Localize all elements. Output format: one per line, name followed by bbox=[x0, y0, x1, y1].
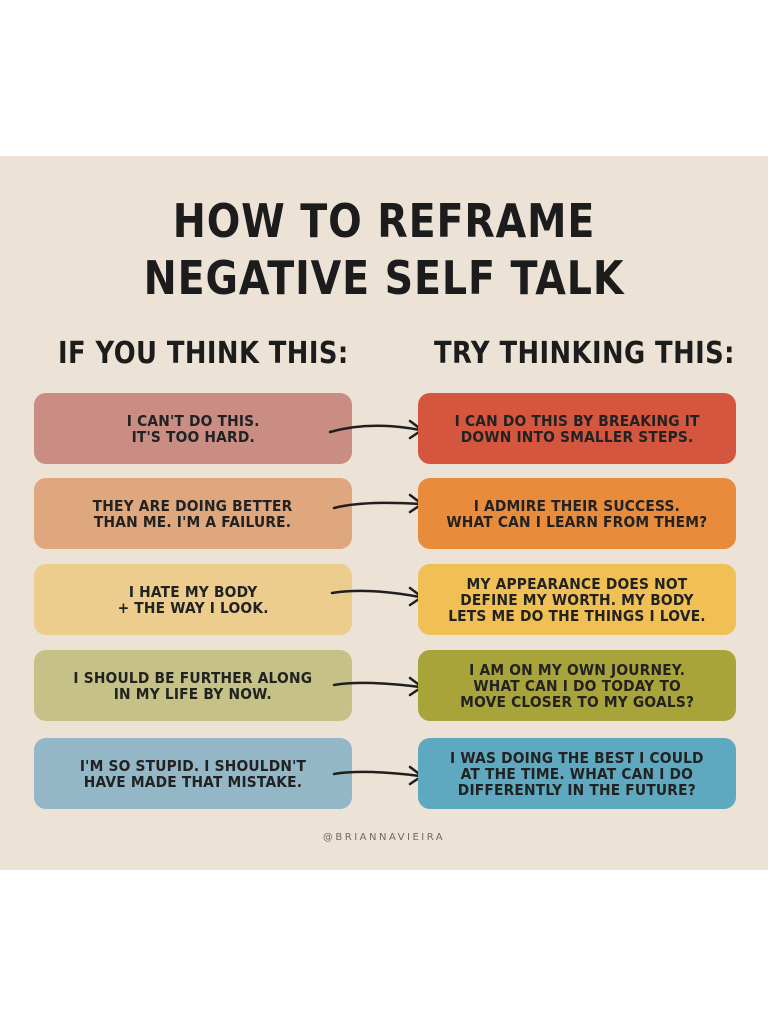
negative-thought-text: THEY ARE DOING BETTER THAN ME. I'M A FAI… bbox=[93, 496, 293, 531]
reframe-thought-pill: MY APPEARANCE DOES NOT DEFINE MY WORTH. … bbox=[418, 564, 736, 635]
arrow-icon bbox=[332, 765, 424, 786]
reframe-thought-pill: I ADMIRE THEIR SUCCESS. WHAT CAN I LEARN… bbox=[418, 478, 736, 549]
reframe-thought-pill: I WAS DOING THE BEST I COULD AT THE TIME… bbox=[418, 738, 736, 809]
author-credit: @BRIANNAVIEIRA bbox=[322, 832, 446, 843]
reframe-thought-pill: I AM ON MY OWN JOURNEY. WHAT CAN I DO TO… bbox=[418, 650, 736, 721]
negative-thought-pill: I'M SO STUPID. I SHOULDN'T HAVE MADE THA… bbox=[34, 738, 352, 809]
reframe-thought-pill: I CAN DO THIS BY BREAKING IT DOWN INTO S… bbox=[418, 393, 736, 464]
reframe-thought-text: I ADMIRE THEIR SUCCESS. WHAT CAN I LEARN… bbox=[446, 496, 708, 531]
negative-thought-pill: THEY ARE DOING BETTER THAN ME. I'M A FAI… bbox=[34, 478, 352, 549]
negative-thought-text: I CAN'T DO THIS. IT'S TOO HARD. bbox=[126, 411, 260, 446]
reframe-thought-text: I AM ON MY OWN JOURNEY. WHAT CAN I DO TO… bbox=[460, 660, 694, 711]
reframe-thought-text: I WAS DOING THE BEST I COULD AT THE TIME… bbox=[450, 748, 704, 799]
negative-thought-pill: I HATE MY BODY + THE WAY I LOOK. bbox=[34, 564, 352, 635]
arrow-icon bbox=[332, 676, 424, 697]
title-line-2: NEGATIVE SELF TALK bbox=[143, 251, 625, 305]
negative-thought-text: I HATE MY BODY + THE WAY I LOOK. bbox=[117, 582, 269, 617]
column-heading-reframe: TRY THINKING THIS: bbox=[434, 336, 735, 371]
reframe-thought-text: MY APPEARANCE DOES NOT DEFINE MY WORTH. … bbox=[448, 574, 706, 625]
arrow-icon bbox=[332, 493, 424, 514]
reframe-thought-text: I CAN DO THIS BY BREAKING IT DOWN INTO S… bbox=[454, 411, 700, 446]
negative-thought-pill: I SHOULD BE FURTHER ALONG IN MY LIFE BY … bbox=[34, 650, 352, 721]
negative-thought-text: I SHOULD BE FURTHER ALONG IN MY LIFE BY … bbox=[73, 668, 313, 703]
infographic-poster: HOW TO REFRAME NEGATIVE SELF TALK IF YOU… bbox=[0, 156, 768, 870]
negative-thought-pill: I CAN'T DO THIS. IT'S TOO HARD. bbox=[34, 393, 352, 464]
title-line-1: HOW TO REFRAME bbox=[172, 194, 596, 248]
arrow-icon bbox=[330, 586, 424, 607]
arrow-icon bbox=[328, 419, 424, 440]
negative-thought-text: I'M SO STUPID. I SHOULDN'T HAVE MADE THA… bbox=[79, 756, 307, 791]
column-heading-think: IF YOU THINK THIS: bbox=[58, 336, 349, 371]
